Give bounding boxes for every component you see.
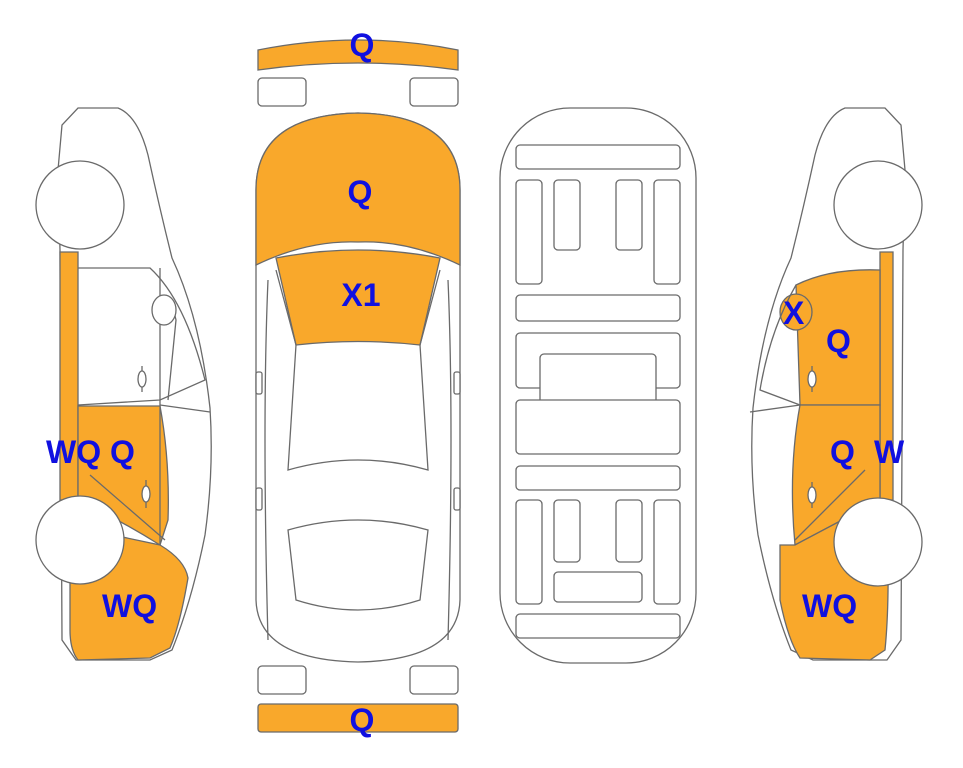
front-right-headlight (409, 77, 459, 107)
front-left-headlight (257, 77, 307, 107)
right-glass-damage-label: X (783, 295, 805, 331)
windshield-damage-label: X1 (341, 277, 380, 313)
right-quarter-glass-panel (779, 293, 813, 331)
left-front-wheel (35, 160, 125, 250)
right-side-view: X Q Q W WQ (749, 107, 923, 661)
rear-bumper (257, 703, 459, 733)
left-rear-wheel (35, 495, 125, 585)
hood-damage-label: Q (348, 174, 373, 210)
top-view: Q Q X1 Q (255, 27, 461, 738)
left-door-damage-label: WQ Q (46, 434, 135, 470)
rear-right-taillight (409, 665, 459, 695)
right-rear-wheel (833, 497, 923, 587)
right-rocker-damage-label: W (874, 434, 905, 470)
rear-left-taillight (257, 665, 307, 695)
right-quarter-damage-label: WQ (802, 588, 857, 624)
right-front-door-panel (795, 269, 881, 406)
front-bumper-damage-label: Q (350, 27, 375, 63)
underbody-view (499, 107, 697, 664)
right-front-door-handle (807, 366, 817, 392)
right-rear-door-handle (807, 482, 817, 508)
right-front-wheel (833, 160, 923, 250)
right-rear-door-damage-label: Q (830, 434, 855, 470)
left-side-view: WQ Q WQ (35, 107, 212, 661)
left-front-door-handle (137, 366, 147, 392)
rear-bumper-damage-label: Q (350, 702, 375, 738)
left-rear-door-handle (141, 480, 151, 508)
hood-panel (255, 112, 461, 267)
left-quarter-damage-label: WQ (102, 588, 157, 624)
windshield (275, 249, 441, 346)
right-front-door-damage-label: Q (826, 323, 851, 359)
front-bumper (257, 39, 459, 71)
